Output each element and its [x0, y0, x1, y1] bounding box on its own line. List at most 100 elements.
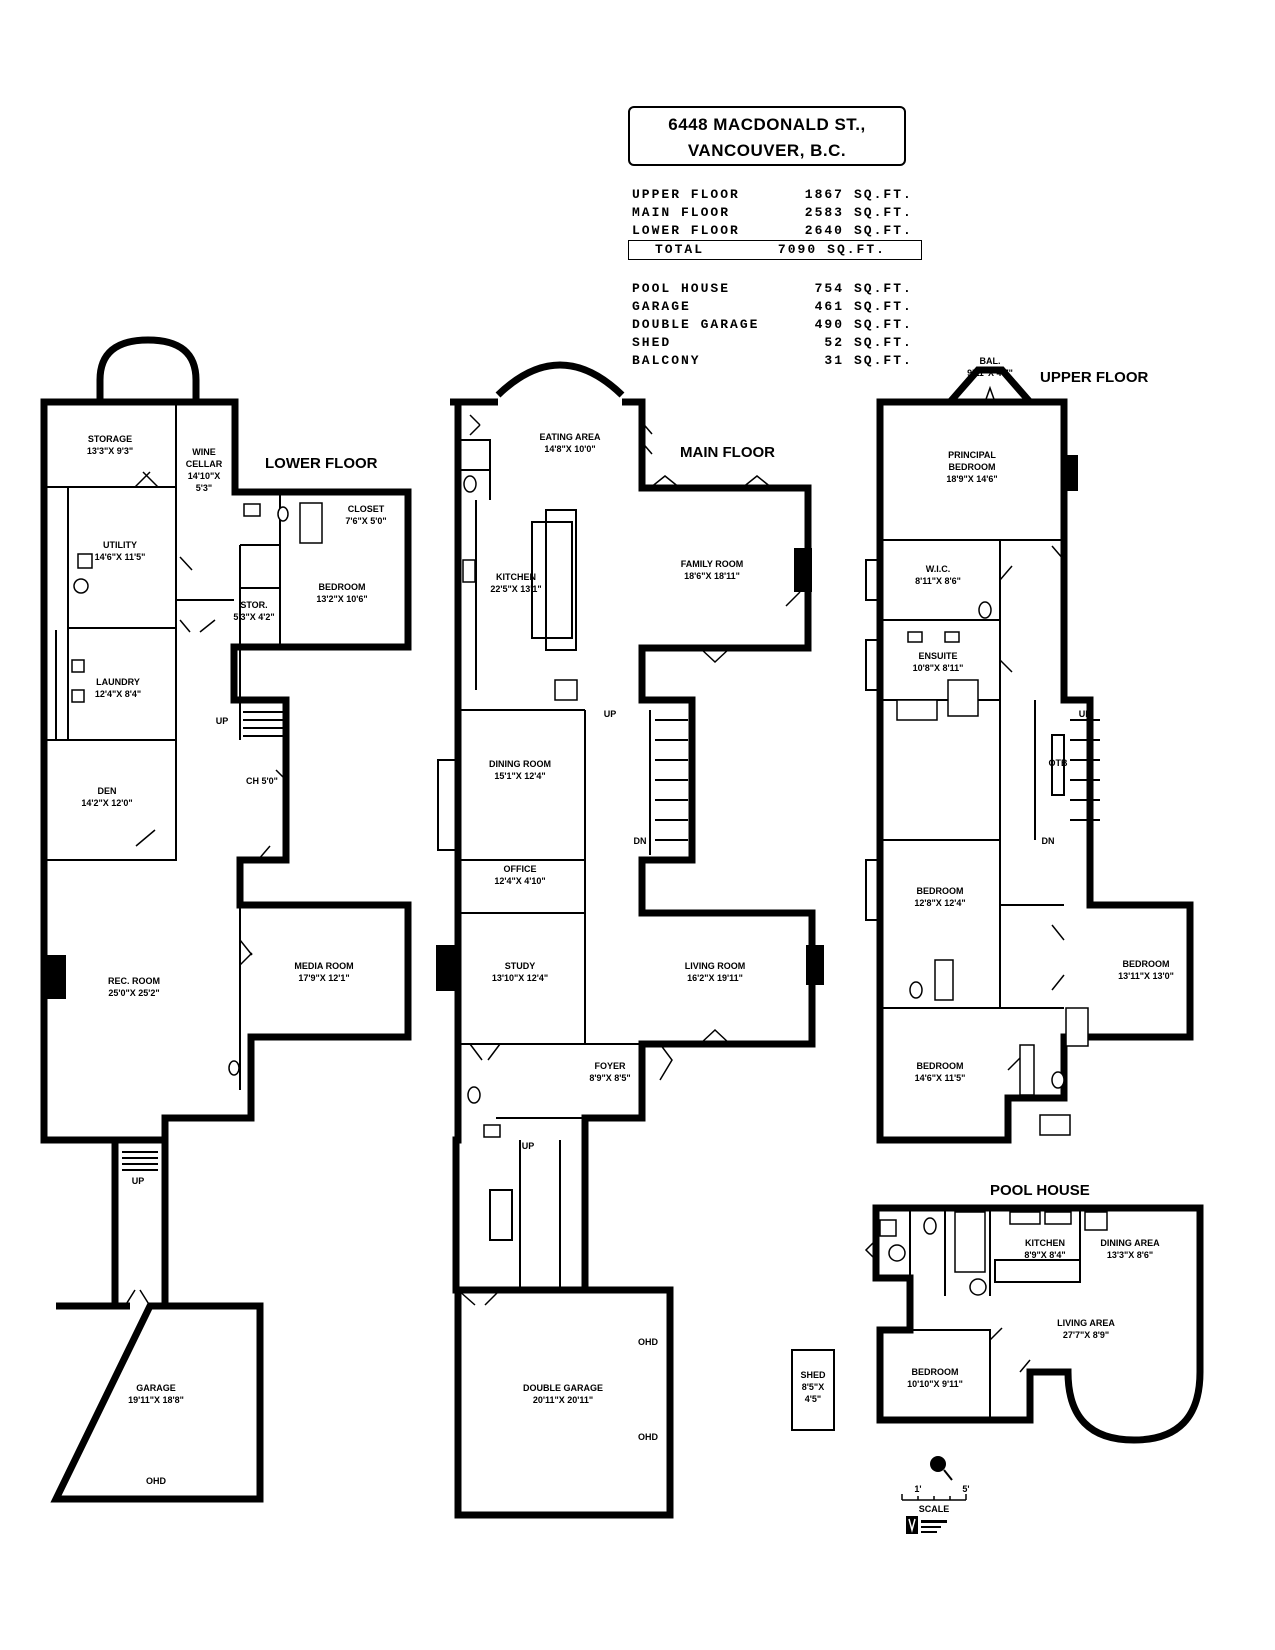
- scale-right-label: 5': [962, 1484, 969, 1494]
- laundry-label: LAUNDRY: [96, 677, 140, 687]
- toilet-icon: [1051, 1071, 1065, 1089]
- pool-house-plan: POOL HOUSE KITCHEN 8'9"X 8'4" DINING ARE…: [791, 1182, 1204, 1444]
- address-line-1: 6448 MACDONALD ST.,: [668, 115, 866, 134]
- area-unit: SQ.FT.: [854, 335, 913, 350]
- storage-size: 13'3"X 9'3": [87, 446, 133, 456]
- ensuite-size: 10'8"X 8'11": [913, 663, 964, 673]
- area-value: 31: [824, 353, 844, 368]
- total-value: 7090: [777, 242, 818, 257]
- toilet-icon: [463, 475, 477, 493]
- study-label: STUDY: [505, 961, 536, 971]
- area-label: BALCONY: [632, 353, 701, 368]
- eating-area-label: EATING AREA: [539, 432, 601, 442]
- bathtub-icon: [1065, 1007, 1089, 1047]
- main-stairs: [649, 710, 688, 855]
- double-garage-size: 20'11"X 20'11": [533, 1395, 593, 1405]
- upper-up-label: UP: [1079, 709, 1092, 719]
- balcony-size: 9'11"X 4'7": [967, 368, 1013, 378]
- ensuite-label: ENSUITE: [918, 651, 957, 661]
- principal-label: PRINCIPAL: [948, 450, 996, 460]
- rec-room-size: 25'0"X 25'2": [108, 988, 159, 998]
- pool-dining-label: DINING AREA: [1100, 1238, 1160, 1248]
- balcony-label: BAL.: [980, 356, 1001, 366]
- pool-house-label: POOL HOUSE: [990, 1182, 1090, 1199]
- eating-area-size: 14'8"X 10'0": [544, 444, 595, 454]
- main-floor-label: MAIN FLOOR: [680, 444, 775, 461]
- kitchen-label: KITCHEN: [496, 572, 536, 582]
- upper-dn-label: DN: [1042, 836, 1055, 846]
- lower-interior-walls: [44, 402, 286, 1090]
- wine-cellar-size-2: 5'3": [196, 483, 212, 493]
- sink-icon: [1044, 1211, 1072, 1225]
- total-label: TOTAL: [655, 242, 705, 257]
- shower-icon: [954, 1211, 986, 1273]
- fireplace-icon: [44, 955, 66, 999]
- area-label: UPPER FLOOR: [632, 187, 740, 202]
- area-unit: SQ.FT.: [854, 353, 913, 368]
- living-room-label: LIVING ROOM: [685, 961, 746, 971]
- main-outer-wall: [450, 398, 816, 1294]
- dryer-icon: [71, 689, 85, 703]
- wic-size: 8'11"X 8'6": [915, 576, 961, 586]
- wic-label: W.I.C.: [926, 564, 951, 574]
- main-doors: [457, 419, 801, 1306]
- upper-floor-label: UPPER FLOOR: [1040, 369, 1149, 386]
- office-size: 12'4"X 4'10": [494, 876, 545, 886]
- foyer-label: FOYER: [594, 1061, 626, 1071]
- toilet-icon: [277, 506, 289, 522]
- toilet-icon: [978, 601, 992, 619]
- family-room-size: 18'6"X 18'11": [684, 571, 740, 581]
- address-title: 6448 MACDONALD ST., VANCOUVER, B.C.: [628, 106, 906, 166]
- area-value: 490: [814, 317, 844, 332]
- upper-floor-plan: UPPER FLOOR BAL. 9'11"X 4'7" PRINCIPAL B…: [865, 356, 1194, 1144]
- storage-label: STORAGE: [88, 434, 132, 444]
- main-dn-label: DN: [634, 836, 647, 846]
- sink-icon: [483, 1124, 501, 1138]
- pool-kitchen-label: KITCHEN: [1025, 1238, 1065, 1248]
- hot-water-tank-icon: [969, 1278, 987, 1296]
- fireplace-icon: [436, 945, 460, 991]
- furnace-icon: [879, 1219, 897, 1237]
- otb-label: OTB: [1049, 758, 1068, 768]
- principal-size: 18'9"X 14'6": [946, 474, 997, 484]
- double-garage-label: DOUBLE GARAGE: [523, 1383, 603, 1393]
- lower-up-label-2: UP: [216, 716, 229, 726]
- wine-cellar-size: 14'10"X: [188, 471, 220, 481]
- area-label: POOL HOUSE: [632, 281, 731, 296]
- sink-icon: [944, 631, 960, 643]
- utility-label: UTILITY: [103, 540, 137, 550]
- closet-size: 7'6"X 5'0": [345, 516, 386, 526]
- bathtub-icon: [299, 502, 323, 544]
- toilet-icon: [909, 981, 923, 999]
- area-unit: SQ.FT.: [854, 317, 913, 332]
- dining-room-label: DINING ROOM: [489, 759, 551, 769]
- sump-icon: [228, 1060, 240, 1076]
- area-value: 1867: [804, 187, 844, 202]
- utility-size: 14'6"X 11'5": [95, 552, 146, 562]
- double-garage-wall: [454, 1286, 674, 1519]
- area-value: 2640: [804, 223, 844, 238]
- upper-windows: [865, 559, 881, 921]
- lower-interior-walls-2: [176, 587, 280, 601]
- upper-stairs: [1051, 719, 1100, 821]
- pool-kitchen-size: 8'9"X 8'4": [1024, 1250, 1065, 1260]
- lower-doors: [124, 471, 287, 1307]
- hot-water-tank-icon: [888, 1244, 906, 1262]
- study-size: 13'10"X 12'4": [492, 973, 548, 983]
- den-label: DEN: [97, 786, 116, 796]
- fireplace-icon: [1064, 455, 1078, 491]
- balcony-wall: [947, 366, 1033, 405]
- bathtub-icon: [896, 699, 938, 721]
- lower-bay-wall: [96, 336, 200, 402]
- main-powder-walls: [458, 439, 491, 500]
- fridge-icon: [554, 679, 578, 701]
- lower-corridor-wall: [111, 1140, 169, 1306]
- pool-house-outer-wall: [872, 1204, 1204, 1444]
- lower-floor-plan: LOWER FLOOR STORAGE 13'3"X 9'3" WINE CEL…: [40, 336, 412, 1503]
- furnace-icon: [77, 553, 93, 569]
- dining-window: [437, 759, 459, 851]
